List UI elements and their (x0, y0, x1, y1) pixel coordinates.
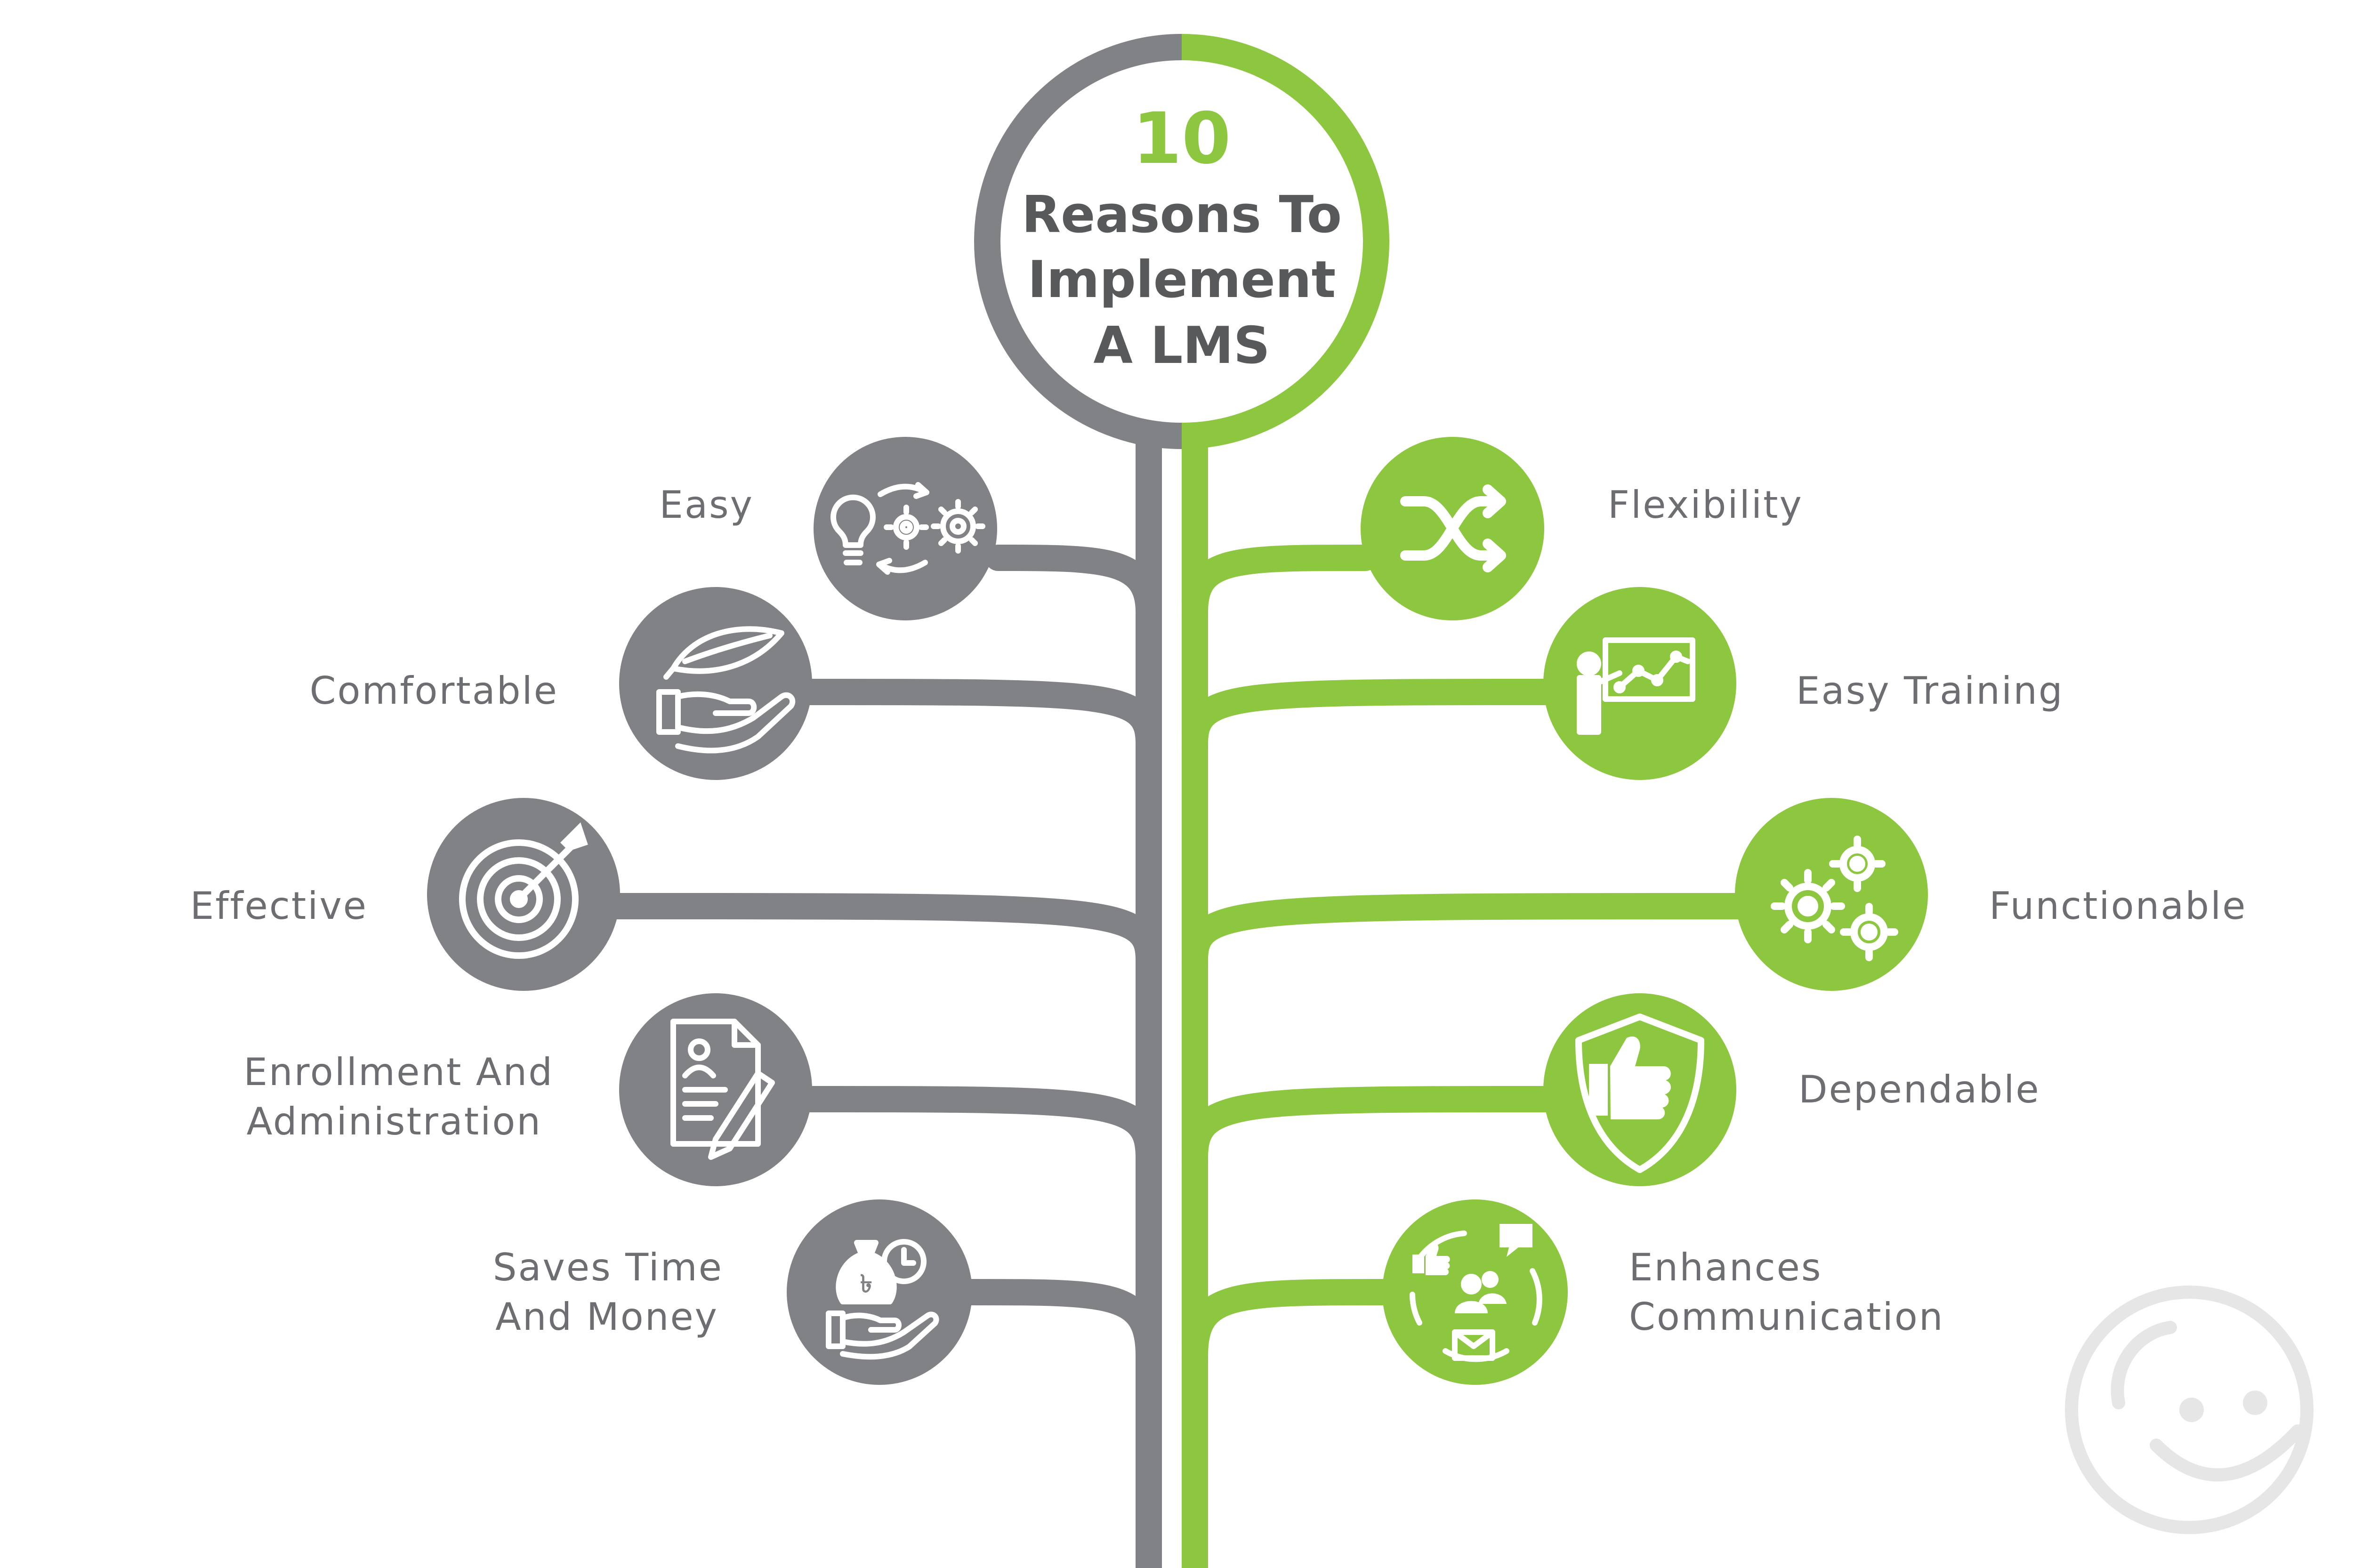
label-flexibility: Flexibility (1608, 483, 1803, 527)
document-pen-icon (670, 1019, 775, 1160)
header-ring-gray (974, 34, 1182, 449)
label-easy-training: Easy Training (1796, 669, 2064, 713)
label-effective: Effective (190, 884, 368, 928)
label-functionable: Functionable (1989, 884, 2247, 928)
label-saves-line2: And Money (495, 1295, 718, 1339)
label-enhances-line1: Enhances (1629, 1246, 1822, 1289)
label-comfortable: Comfortable (309, 669, 558, 713)
label-easy: Easy (659, 483, 754, 527)
branch-functionable (1182, 893, 1755, 973)
circle-easy-training (1543, 587, 1736, 780)
branch-enrollment (797, 1086, 1162, 1171)
branch-effective (604, 893, 1162, 973)
branch-dependable (1182, 1086, 1562, 1171)
communication-people-icon (1410, 1224, 1542, 1362)
shield-thumbs-up-icon (1575, 1013, 1704, 1173)
feather-hand-icon (656, 626, 796, 754)
branch-easy (985, 545, 1162, 625)
label-enrollment-line2: Administration (246, 1100, 542, 1143)
money-clock-hand-icon (826, 1239, 939, 1360)
label-saves-line1: Saves Time (492, 1246, 723, 1289)
label-dependable: Dependable (1798, 1068, 2040, 1111)
header-ring-green (1181, 34, 1389, 449)
title-line-3: A LMS (1093, 316, 1270, 375)
title-line-1: Reasons To (1021, 185, 1342, 244)
title-number: 10 (1132, 98, 1231, 180)
branch-enhances (1182, 1279, 1397, 1369)
shuffle-arrows-icon (1400, 484, 1506, 572)
branch-saves (959, 1279, 1162, 1369)
branch-easy-training (1182, 679, 1562, 757)
title-line-2: Implement (1027, 250, 1336, 309)
currency-symbol-icon: ৳ (860, 1270, 872, 1298)
lightbulb-gears-icon (830, 482, 985, 575)
label-enhances-line2: Communication (1629, 1295, 1944, 1339)
branch-comfortable (797, 679, 1162, 757)
smiley-face-logo-icon (2065, 1286, 2314, 1534)
branch-flexibility (1182, 545, 1379, 625)
presentation-board-icon (1577, 637, 1695, 735)
gears-icon (1771, 836, 1898, 961)
circle-functionable (1735, 798, 1928, 991)
label-enrollment-line1: Enrollment And (243, 1050, 554, 1094)
target-arrow-icon (459, 822, 588, 959)
